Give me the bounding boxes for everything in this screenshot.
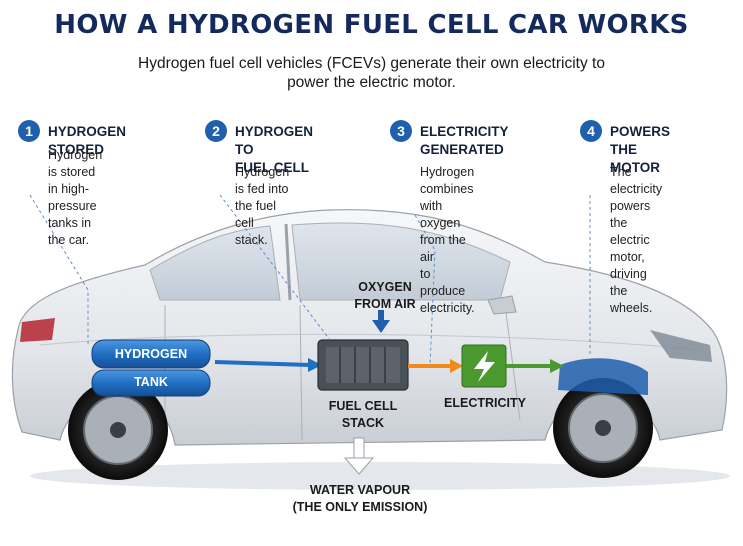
rear-window bbox=[149, 225, 281, 301]
oxygen-arrow-icon bbox=[372, 310, 390, 333]
step-1-title: HYDROGEN STORED bbox=[48, 124, 127, 157]
electricity-box bbox=[461, 344, 507, 388]
oxygen-label: OXYGEN FROM AIR bbox=[354, 280, 416, 311]
lightning-bolt-icon bbox=[474, 351, 495, 382]
electricity-label: ELECTRICITY bbox=[444, 396, 526, 410]
fuel-cell-stack bbox=[317, 339, 409, 391]
step-2-number: 2 bbox=[205, 120, 227, 142]
hydrogen-tank bbox=[91, 339, 211, 397]
water-vapour-label: WATER VAPOUR (THE ONLY EMISSION) bbox=[292, 483, 428, 514]
step-3-description: Hydrogen combines with oxygen from the a… bbox=[420, 165, 475, 315]
step-2-title: HYDROGEN TO FUEL CELL bbox=[235, 124, 314, 175]
step-3-number: 3 bbox=[390, 120, 412, 142]
connector-step-2 bbox=[219, 194, 331, 341]
headlight bbox=[650, 330, 712, 362]
rear-wheel bbox=[68, 380, 168, 480]
tank-label-line2: TANK bbox=[134, 375, 168, 389]
front-wheel bbox=[553, 378, 653, 478]
step-4-number: 4 bbox=[580, 120, 602, 142]
fuel-cell-label: FUEL CELL STACK bbox=[328, 399, 398, 430]
step-1-number: 1 bbox=[18, 120, 40, 142]
connector-step-1 bbox=[29, 194, 89, 345]
tank-label-line1: HYDROGEN bbox=[114, 347, 188, 361]
tail-light bbox=[20, 318, 55, 342]
page-subtitle: Hydrogen fuel cell vehicles (FCEVs) gene… bbox=[138, 55, 605, 91]
front-window bbox=[291, 222, 511, 301]
step-2-description: Hydrogen is fed into the fuel cell stack… bbox=[235, 165, 290, 247]
step-4-description: The electricity powers the electric moto… bbox=[610, 165, 663, 315]
step-4-title: POWERS THE MOTOR bbox=[610, 124, 671, 175]
water-vapour-arrow-icon bbox=[343, 437, 375, 475]
hydrogen-pipe bbox=[214, 360, 311, 367]
side-mirror bbox=[487, 295, 517, 315]
step-3-title: ELECTRICITY GENERATED bbox=[420, 124, 509, 157]
electric-motor bbox=[558, 358, 648, 395]
step-1-description: Hydrogen is stored in high-pressure tank… bbox=[48, 148, 103, 247]
connector-step-3 bbox=[414, 214, 436, 366]
page-title: HOW A HYDROGEN FUEL CELL CAR WORKS bbox=[54, 10, 689, 40]
